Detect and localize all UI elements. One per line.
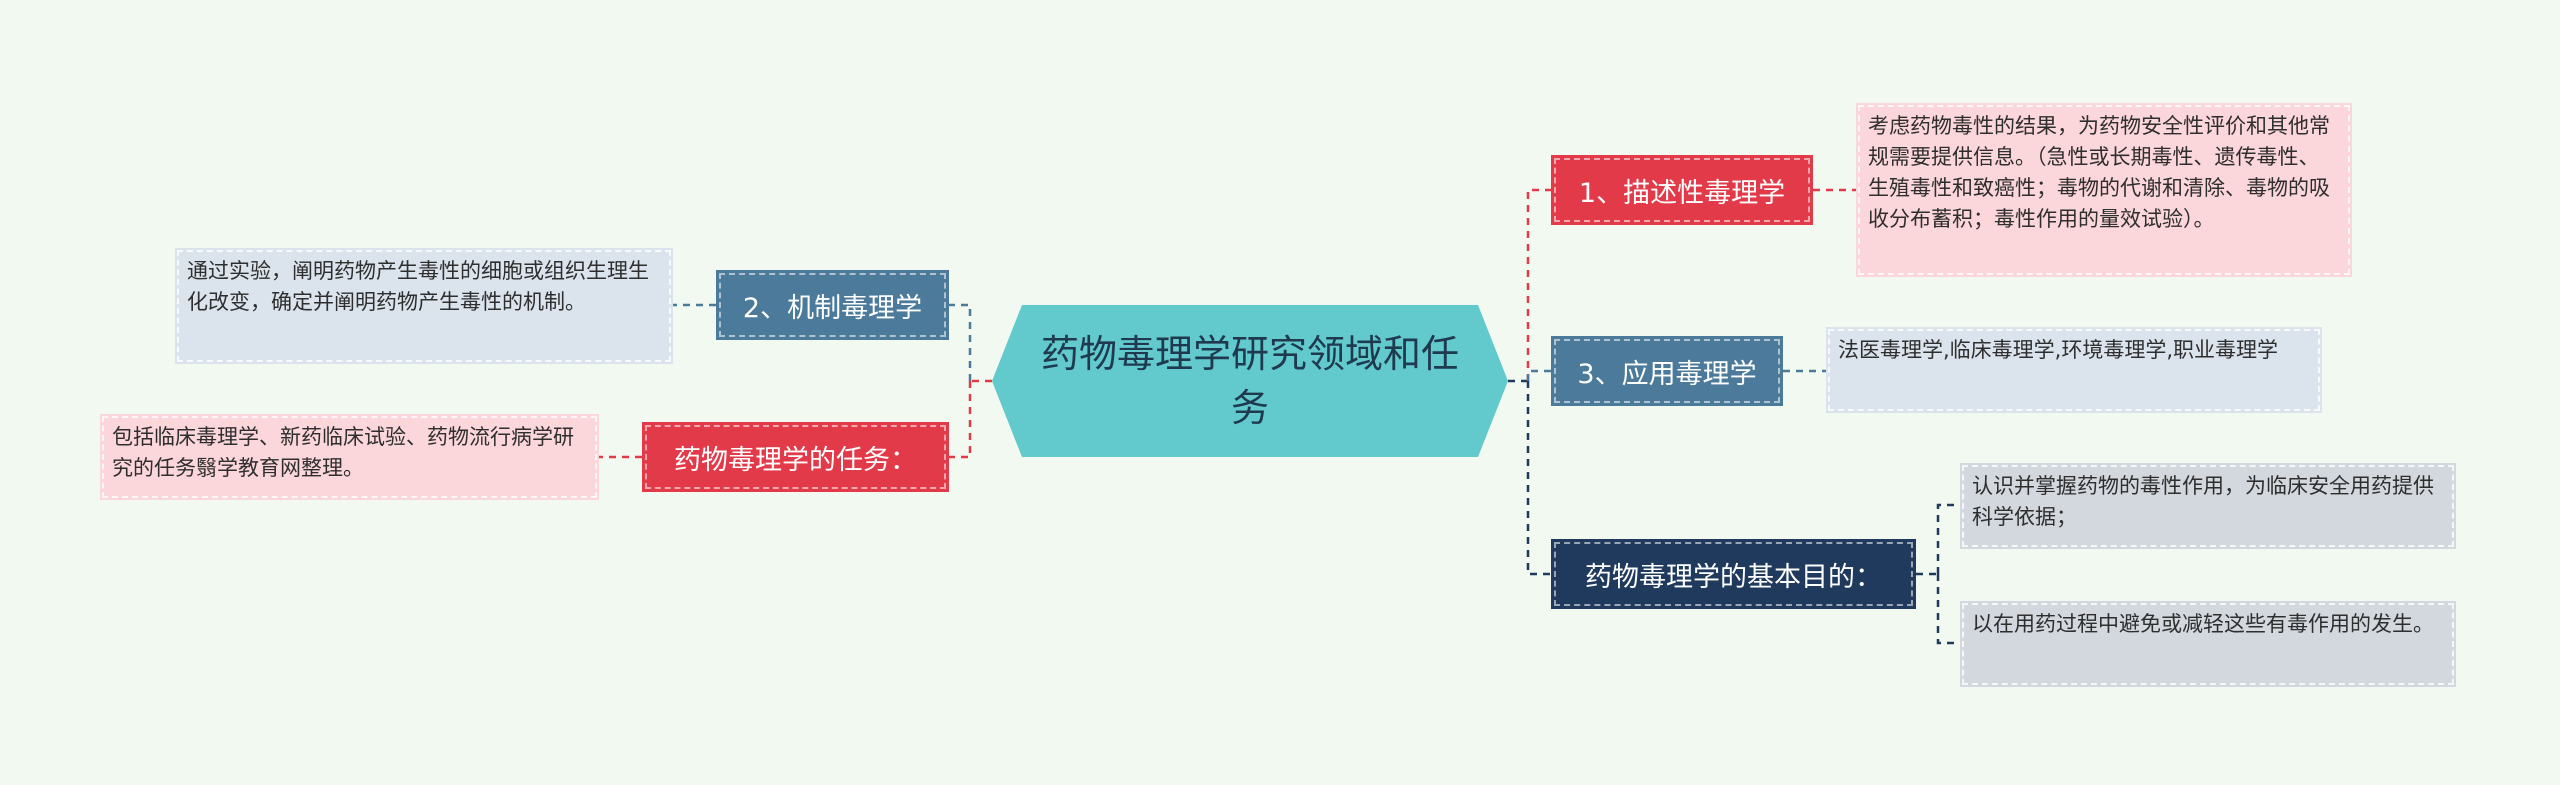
detail-toxicology-tasks[interactable]: 包括临床毒理学、新药临床试验、药物流行病学研究的任务翳学教育网整理。 [100, 414, 599, 500]
branch-applied-toxicology-label: 3、应用毒理学 [1577, 358, 1757, 390]
detail-basic-goals-2[interactable]: 以在用药过程中避免或减轻这些有毒作用的发生。 [1960, 601, 2456, 687]
branch-toxicology-tasks-label: 药物毒理学的任务： [674, 444, 917, 476]
connector-b1 [1526, 188, 1551, 381]
branch-descriptive-toxicology-label: 1、描述性毒理学 [1578, 177, 1786, 209]
branch-descriptive-toxicology[interactable]: 1、描述性毒理学 [1551, 155, 1813, 225]
detail-basic-goals-2-text: 以在用药过程中避免或减轻这些有毒作用的发生。 [1972, 612, 2434, 636]
detail-descriptive-toxicology[interactable]: 考虑药物毒性的结果，为药物安全性评价和其他常规需要提供信息。（急性或长期毒性、遗… [1856, 103, 2352, 277]
root-topic-label: 药物毒理学研究领域和任务 [1040, 332, 1459, 430]
connector-b2 [949, 303, 972, 381]
branch-applied-toxicology[interactable]: 3、应用毒理学 [1551, 336, 1783, 406]
detail-descriptive-toxicology-text: 考虑药物毒性的结果，为药物安全性评价和其他常规需要提供信息。（急性或长期毒性、遗… [1868, 114, 2330, 231]
connector-b3 [1526, 369, 1551, 381]
connector-tasks [949, 381, 972, 459]
branch-mechanistic-toxicology-label: 2、机制毒理学 [742, 292, 923, 324]
branch-basic-goals-label: 药物毒理学的基本目的： [1585, 561, 1882, 593]
detail-toxicology-tasks-text: 包括临床毒理学、新药临床试验、药物流行病学研究的任务翳学教育网整理。 [112, 425, 574, 480]
detail-mechanistic-toxicology-text: 通过实验，阐明药物产生毒性的细胞或组织生理生化改变，确定并阐明药物产生毒性的机制… [187, 259, 649, 314]
branch-mechanistic-toxicology[interactable]: 2、机制毒理学 [716, 270, 949, 340]
connector-goals-detail1 [1936, 503, 1960, 574]
detail-mechanistic-toxicology[interactable]: 通过实验，阐明药物产生毒性的细胞或组织生理生化改变，确定并阐明药物产生毒性的机制… [175, 248, 673, 364]
root-topic[interactable]: 药物毒理学研究领域和任务 [992, 305, 1508, 457]
connector-goals [1526, 381, 1551, 576]
branch-basic-goals[interactable]: 药物毒理学的基本目的： [1551, 539, 1916, 609]
connector-goals-detail2 [1936, 574, 1960, 645]
detail-applied-toxicology-text: 法医毒理学,临床毒理学,环境毒理学,职业毒理学 [1838, 338, 2279, 362]
branch-toxicology-tasks[interactable]: 药物毒理学的任务： [642, 422, 949, 492]
detail-basic-goals-1-text: 认识并掌握药物的毒性作用，为临床安全用药提供科学依据； [1972, 474, 2434, 529]
detail-applied-toxicology[interactable]: 法医毒理学,临床毒理学,环境毒理学,职业毒理学 [1826, 327, 2322, 413]
detail-basic-goals-1[interactable]: 认识并掌握药物的毒性作用，为临床安全用药提供科学依据； [1960, 463, 2456, 549]
